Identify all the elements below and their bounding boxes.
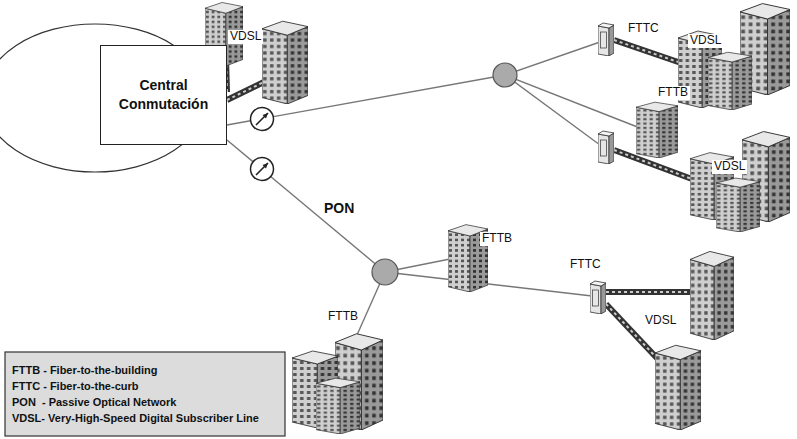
link-label: VDSL (688, 34, 723, 48)
link-label: FTTC (568, 258, 603, 272)
optical-terminal-symbol (251, 158, 274, 181)
buildings (205, 2, 790, 434)
fiber-line (505, 75, 600, 145)
curb-cabinet (590, 281, 606, 314)
building (690, 251, 734, 340)
link-label: VDSL (712, 160, 747, 174)
legend-entry: FTTB - Fiber-to-the-building (12, 364, 157, 377)
legend-text: FTTC - Fiber-to-the-curb (12, 380, 138, 393)
switching-center-box: Central Conmutación (100, 45, 227, 145)
legend-entry: PON - Passive Optical Network (12, 396, 176, 409)
legend-entry: VDSL- Very-High-Speed Digital Subscriber… (12, 412, 259, 425)
legend-text: PON - Passive Optical Network (12, 396, 176, 409)
legend-entry: FTTC - Fiber-to-the-curb (12, 380, 138, 393)
link-label: VDSL (228, 30, 263, 44)
curb-cabinet (598, 131, 614, 164)
optical-terminal-symbol (251, 108, 274, 131)
building (716, 178, 760, 232)
link-label: FTTC (626, 22, 661, 36)
building (636, 102, 678, 158)
optical-splitter (493, 63, 517, 87)
fiber-line (385, 272, 592, 296)
link-label: FTTB (480, 232, 514, 246)
fiber-line (227, 140, 385, 272)
link-label: FTTB (326, 310, 360, 324)
legend-text: VDSL- Very-High-Speed Digital Subscriber… (12, 412, 259, 425)
link-label: VDSL (643, 314, 678, 328)
building (708, 52, 752, 110)
legend-text: FTTB - Fiber-to-the-building (12, 364, 157, 377)
node-label: Central Conmutación (109, 76, 219, 114)
fiber-line (505, 42, 600, 75)
fiber-line (505, 75, 640, 128)
optical-splitter (372, 259, 398, 285)
building (655, 345, 701, 430)
network-label: PON (322, 200, 356, 216)
curb-cabinet (598, 23, 614, 56)
building (316, 378, 360, 434)
link-label: FTTB (656, 86, 690, 100)
building (262, 21, 308, 104)
legend-panel (5, 352, 285, 436)
